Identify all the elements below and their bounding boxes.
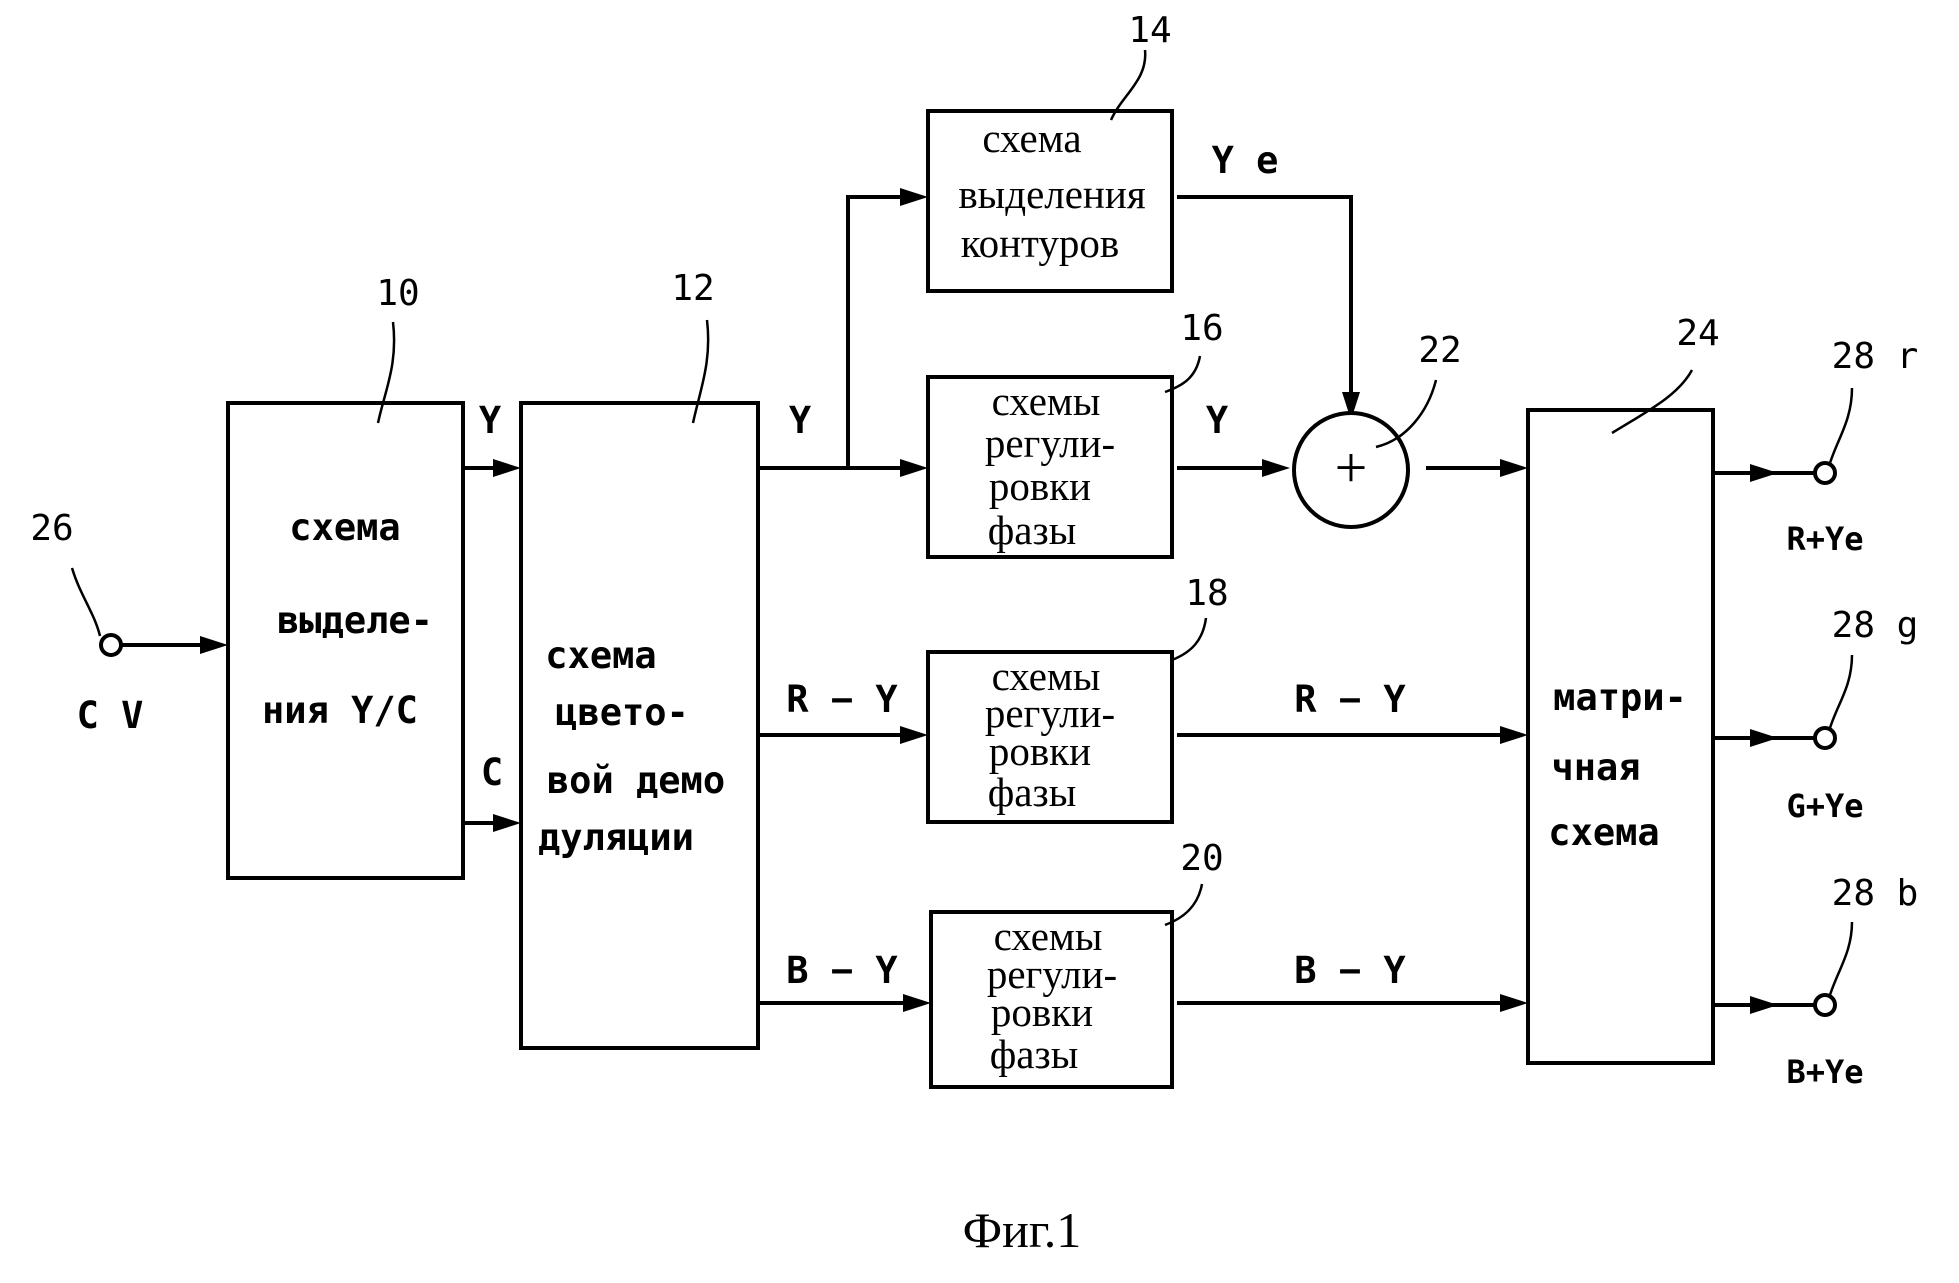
signal-c-sep: C [481, 751, 503, 794]
signal-y-demod: Y [789, 399, 812, 442]
ref-28g: 28 g [1832, 605, 1919, 646]
signal-by-in: B − Y [786, 949, 898, 992]
wire-y-branch [848, 197, 913, 468]
wire-ye [1177, 197, 1351, 406]
phase-y-line-4: фазы [988, 507, 1077, 553]
terminal-cv [101, 635, 121, 655]
arrow-out-g [1750, 729, 1778, 747]
terminal-g-out [1815, 728, 1835, 748]
signal-ye: Y e [1212, 139, 1279, 182]
terminal-r-label: R+Ye [1786, 520, 1863, 558]
terminal-b-label: B+Ye [1786, 1053, 1863, 1091]
ref-14: 14 [1128, 10, 1171, 51]
demod-line-3: вой демо [547, 759, 725, 802]
arrow-cv [200, 636, 228, 654]
signal-y-sep: Y [479, 399, 502, 442]
terminal-b-out [1815, 995, 1835, 1015]
yc-line-3: ния Y/C [262, 689, 418, 732]
contour-line-1: схема [982, 115, 1081, 161]
ref-28b: 28 b [1832, 873, 1919, 914]
matrix-line-3: схема [1548, 811, 1659, 854]
leader-28g [1830, 655, 1852, 728]
arrow-by-matrix [1500, 994, 1528, 1012]
leader-28r [1830, 388, 1852, 463]
signal-y-phase: Y [1206, 399, 1229, 442]
phase-ry-line-4: фазы [988, 769, 1077, 815]
arrow-y-contour [900, 188, 928, 206]
demod-line-2: цвето- [555, 691, 689, 734]
signal-ry-out: R − Y [1294, 678, 1406, 721]
phase-by-line-4: фазы [990, 1031, 1079, 1077]
arrow-out-b [1750, 996, 1778, 1014]
leader-28b [1830, 922, 1852, 995]
phase-y-line-1: схемы [992, 378, 1101, 424]
demod-line-4: дуляции [538, 816, 694, 859]
matrix-line-2: чная [1551, 746, 1640, 789]
arrow-y-phase16 [900, 459, 928, 477]
leader-26 [72, 568, 100, 636]
contour-line-3: контуров [961, 220, 1120, 266]
arrow-c-sep [493, 814, 521, 832]
arrow-out-r [1750, 464, 1778, 482]
arrow-sum-matrix [1500, 459, 1528, 477]
ref-22: 22 [1418, 330, 1461, 371]
yc-line-2: выделе- [277, 599, 433, 642]
ref-24: 24 [1676, 313, 1719, 354]
ref-20: 20 [1180, 838, 1223, 879]
arrow-ry-matrix [1500, 726, 1528, 744]
yc-line-1: схема [289, 506, 400, 549]
ref-18: 18 [1185, 573, 1228, 614]
arrow-y-sep [493, 459, 521, 477]
ref-28r: 28 r [1832, 336, 1919, 377]
leader-18 [1172, 618, 1206, 660]
terminal-cv-label: C V [77, 694, 144, 737]
matrix-line-1: матри- [1553, 676, 1687, 719]
block-matrix [1528, 410, 1713, 1063]
ref-16: 16 [1180, 308, 1223, 349]
phase-ry-line-3: ровки [989, 728, 1091, 774]
phase-y-line-3: ровки [989, 463, 1091, 509]
adder-symbol: + [1335, 435, 1368, 500]
ref-26: 26 [30, 508, 73, 549]
ref-12: 12 [671, 268, 714, 309]
signal-by-out: B − Y [1294, 949, 1406, 992]
arrow-ry-phase18 [900, 726, 928, 744]
signal-ry-in: R − Y [786, 678, 898, 721]
demod-line-1: схема [545, 634, 656, 677]
ref-10: 10 [376, 273, 419, 314]
figure-caption: Фиг.1 [963, 1202, 1082, 1258]
phase-y-line-2: регули- [985, 420, 1115, 466]
phase-by-line-3: ровки [991, 989, 1093, 1035]
arrow-by-phase20 [903, 994, 931, 1012]
terminal-r-out [1815, 463, 1835, 483]
contour-line-2: выделения [958, 171, 1146, 217]
terminal-g-label: G+Ye [1786, 787, 1863, 825]
arrow-y-adder [1262, 459, 1290, 477]
